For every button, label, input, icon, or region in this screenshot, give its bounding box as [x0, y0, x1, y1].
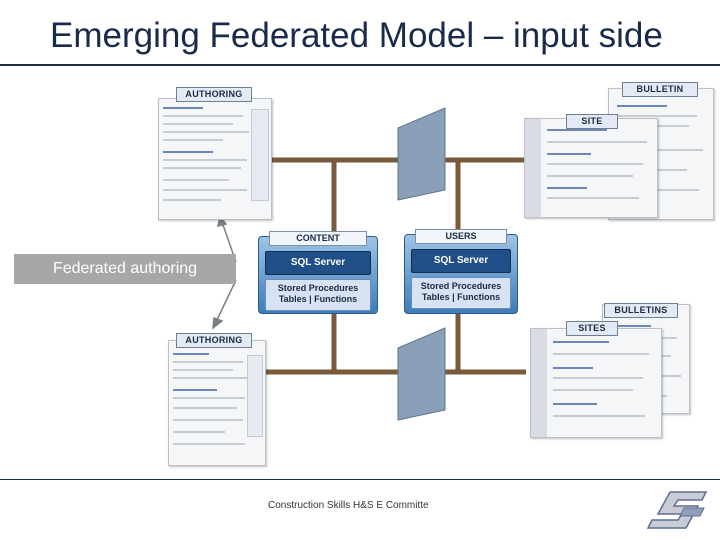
users-db-header: USERS [415, 229, 507, 244]
content-database: CONTENT SQL Server Stored Procedures Tab… [258, 231, 378, 314]
site-label: SITE [566, 114, 618, 129]
title-rule [0, 64, 720, 66]
mirror-bottom [397, 327, 446, 421]
content-db-header: CONTENT [269, 231, 367, 246]
authoring-screenshot-top [158, 98, 272, 220]
users-db-engine: SQL Server [411, 249, 511, 273]
construction-skills-logo [646, 491, 708, 529]
users-db-procs-line2: Tables | Functions [421, 292, 501, 302]
footer-rule [0, 479, 720, 480]
authoring-label-bottom: AUTHORING [176, 333, 252, 348]
slide-title: Emerging Federated Model – input side [50, 16, 663, 55]
content-db-procs: Stored Procedures Tables | Functions [265, 279, 371, 311]
arrow-to-authoring-bottom [215, 279, 237, 323]
sites-label: SITES [566, 321, 618, 336]
content-db-engine: SQL Server [265, 251, 371, 275]
mirror-top [397, 107, 446, 201]
connector-authoring-bottom [260, 312, 337, 375]
bulletins-label: BULLETINS [604, 303, 678, 318]
authoring-screenshot-bottom [168, 340, 266, 466]
content-db-procs-line2: Tables | Functions [278, 294, 358, 304]
footer-text: Construction Skills H&S E Committe [268, 500, 429, 511]
users-db-procs: Stored Procedures Tables | Functions [411, 277, 511, 309]
sites-screenshot [530, 328, 662, 438]
federated-authoring-callout: Federated authoring [14, 254, 236, 284]
site-screenshot [524, 118, 658, 218]
connector-authoring-top [268, 157, 337, 232]
bulletin-label: BULLETIN [622, 82, 698, 97]
users-db-procs-line1: Stored Procedures [420, 281, 502, 291]
users-database: USERS SQL Server Stored Procedures Table… [404, 229, 518, 314]
content-db-procs-line1: Stored Procedures [277, 283, 359, 293]
bulletin-screenshot [608, 88, 714, 220]
authoring-label-top: AUTHORING [176, 87, 252, 102]
